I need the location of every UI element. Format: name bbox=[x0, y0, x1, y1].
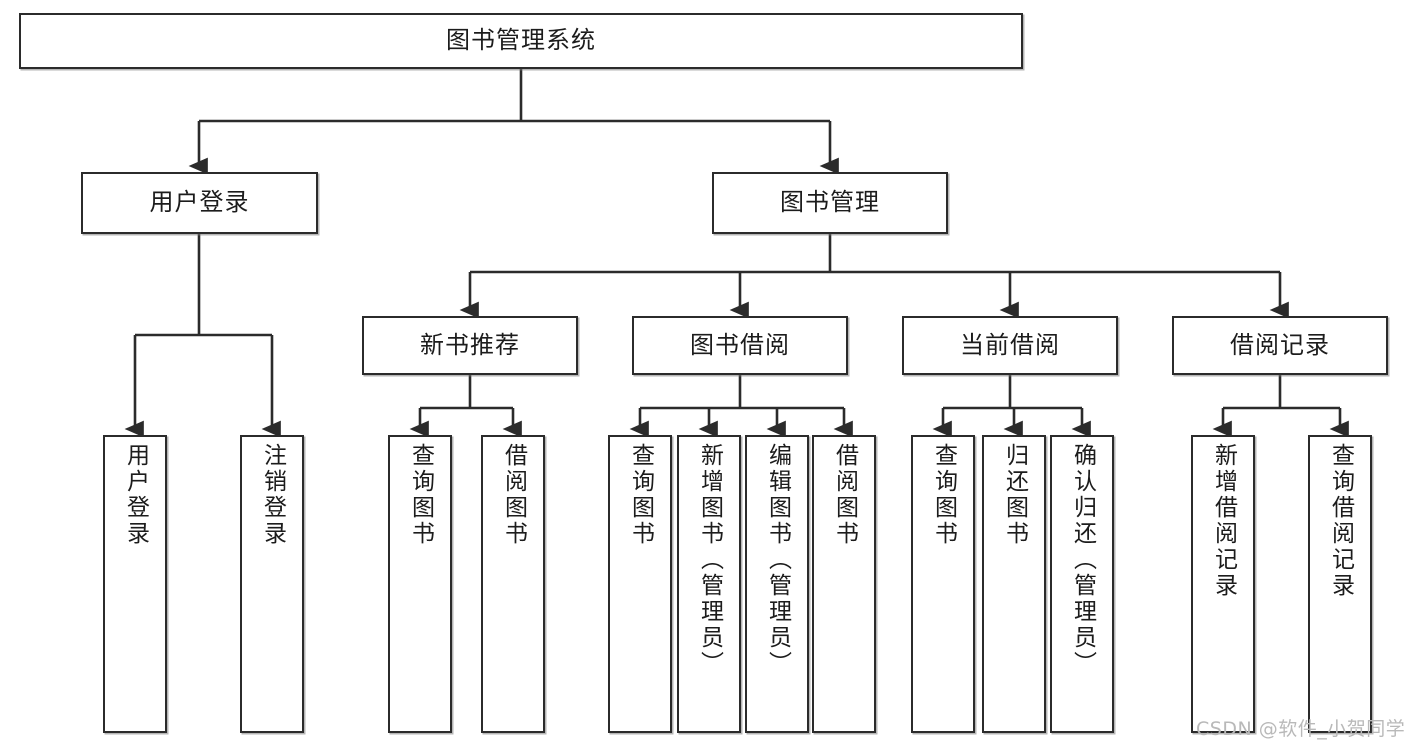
leaf-borrow-book-1[interactable]: 借阅图书 bbox=[481, 435, 545, 733]
leaf-add-record[interactable]: 新增借阅记录 bbox=[1191, 435, 1255, 733]
leaf-confirm-return-label: 确认归还（管理员） bbox=[1069, 443, 1096, 677]
leaf-return-book[interactable]: 归还图书 bbox=[982, 435, 1046, 733]
leaf-query-book-3-label: 查询图书 bbox=[930, 443, 957, 547]
leaf-borrow-book-2[interactable]: 借阅图书 bbox=[812, 435, 876, 733]
leaf-add-book[interactable]: 新增图书（管理员） bbox=[677, 435, 741, 733]
node-borrow-record[interactable]: 借阅记录 bbox=[1172, 316, 1388, 375]
leaf-query-book-2-label: 查询图书 bbox=[627, 443, 654, 547]
node-current-borrow-label: 当前借阅 bbox=[960, 330, 1060, 359]
node-book-manage-label: 图书管理 bbox=[780, 188, 880, 217]
node-book-manage[interactable]: 图书管理 bbox=[712, 172, 948, 234]
leaf-borrow-book-1-label: 借阅图书 bbox=[500, 443, 527, 547]
node-root-label: 图书管理系统 bbox=[446, 26, 596, 55]
leaf-query-record[interactable]: 查询借阅记录 bbox=[1308, 435, 1372, 733]
leaf-query-book-1-label: 查询图书 bbox=[407, 443, 434, 547]
node-user-login[interactable]: 用户登录 bbox=[81, 172, 318, 234]
node-book-borrow-label: 图书借阅 bbox=[690, 330, 790, 359]
leaf-add-record-label: 新增借阅记录 bbox=[1210, 443, 1237, 599]
leaf-logout[interactable]: 注销登录 bbox=[240, 435, 304, 733]
leaf-borrow-book-2-label: 借阅图书 bbox=[831, 443, 858, 547]
node-borrow-record-label: 借阅记录 bbox=[1230, 330, 1330, 359]
leaf-logout-label: 注销登录 bbox=[259, 443, 286, 547]
node-current-borrow[interactable]: 当前借阅 bbox=[902, 316, 1118, 375]
leaf-edit-book[interactable]: 编辑图书（管理员） bbox=[745, 435, 809, 733]
leaf-user-login[interactable]: 用户登录 bbox=[103, 435, 167, 733]
leaf-user-login-label: 用户登录 bbox=[122, 443, 149, 547]
leaf-edit-book-label: 编辑图书（管理员） bbox=[764, 443, 791, 677]
node-user-login-label: 用户登录 bbox=[149, 188, 250, 217]
node-new-book-recommend-label: 新书推荐 bbox=[420, 330, 520, 359]
node-book-borrow[interactable]: 图书借阅 bbox=[632, 316, 848, 375]
leaf-query-book-2[interactable]: 查询图书 bbox=[608, 435, 672, 733]
leaf-confirm-return[interactable]: 确认归还（管理员） bbox=[1050, 435, 1114, 733]
node-root[interactable]: 图书管理系统 bbox=[19, 13, 1023, 69]
leaf-return-book-label: 归还图书 bbox=[1001, 443, 1028, 547]
leaf-add-book-label: 新增图书（管理员） bbox=[696, 443, 723, 677]
node-new-book-recommend[interactable]: 新书推荐 bbox=[362, 316, 578, 375]
leaf-query-book-3[interactable]: 查询图书 bbox=[911, 435, 975, 733]
csdn-watermark: CSDN @软件_小贺同学 bbox=[1196, 718, 1405, 740]
leaf-query-book-1[interactable]: 查询图书 bbox=[388, 435, 452, 733]
leaf-query-record-label: 查询借阅记录 bbox=[1327, 443, 1354, 599]
